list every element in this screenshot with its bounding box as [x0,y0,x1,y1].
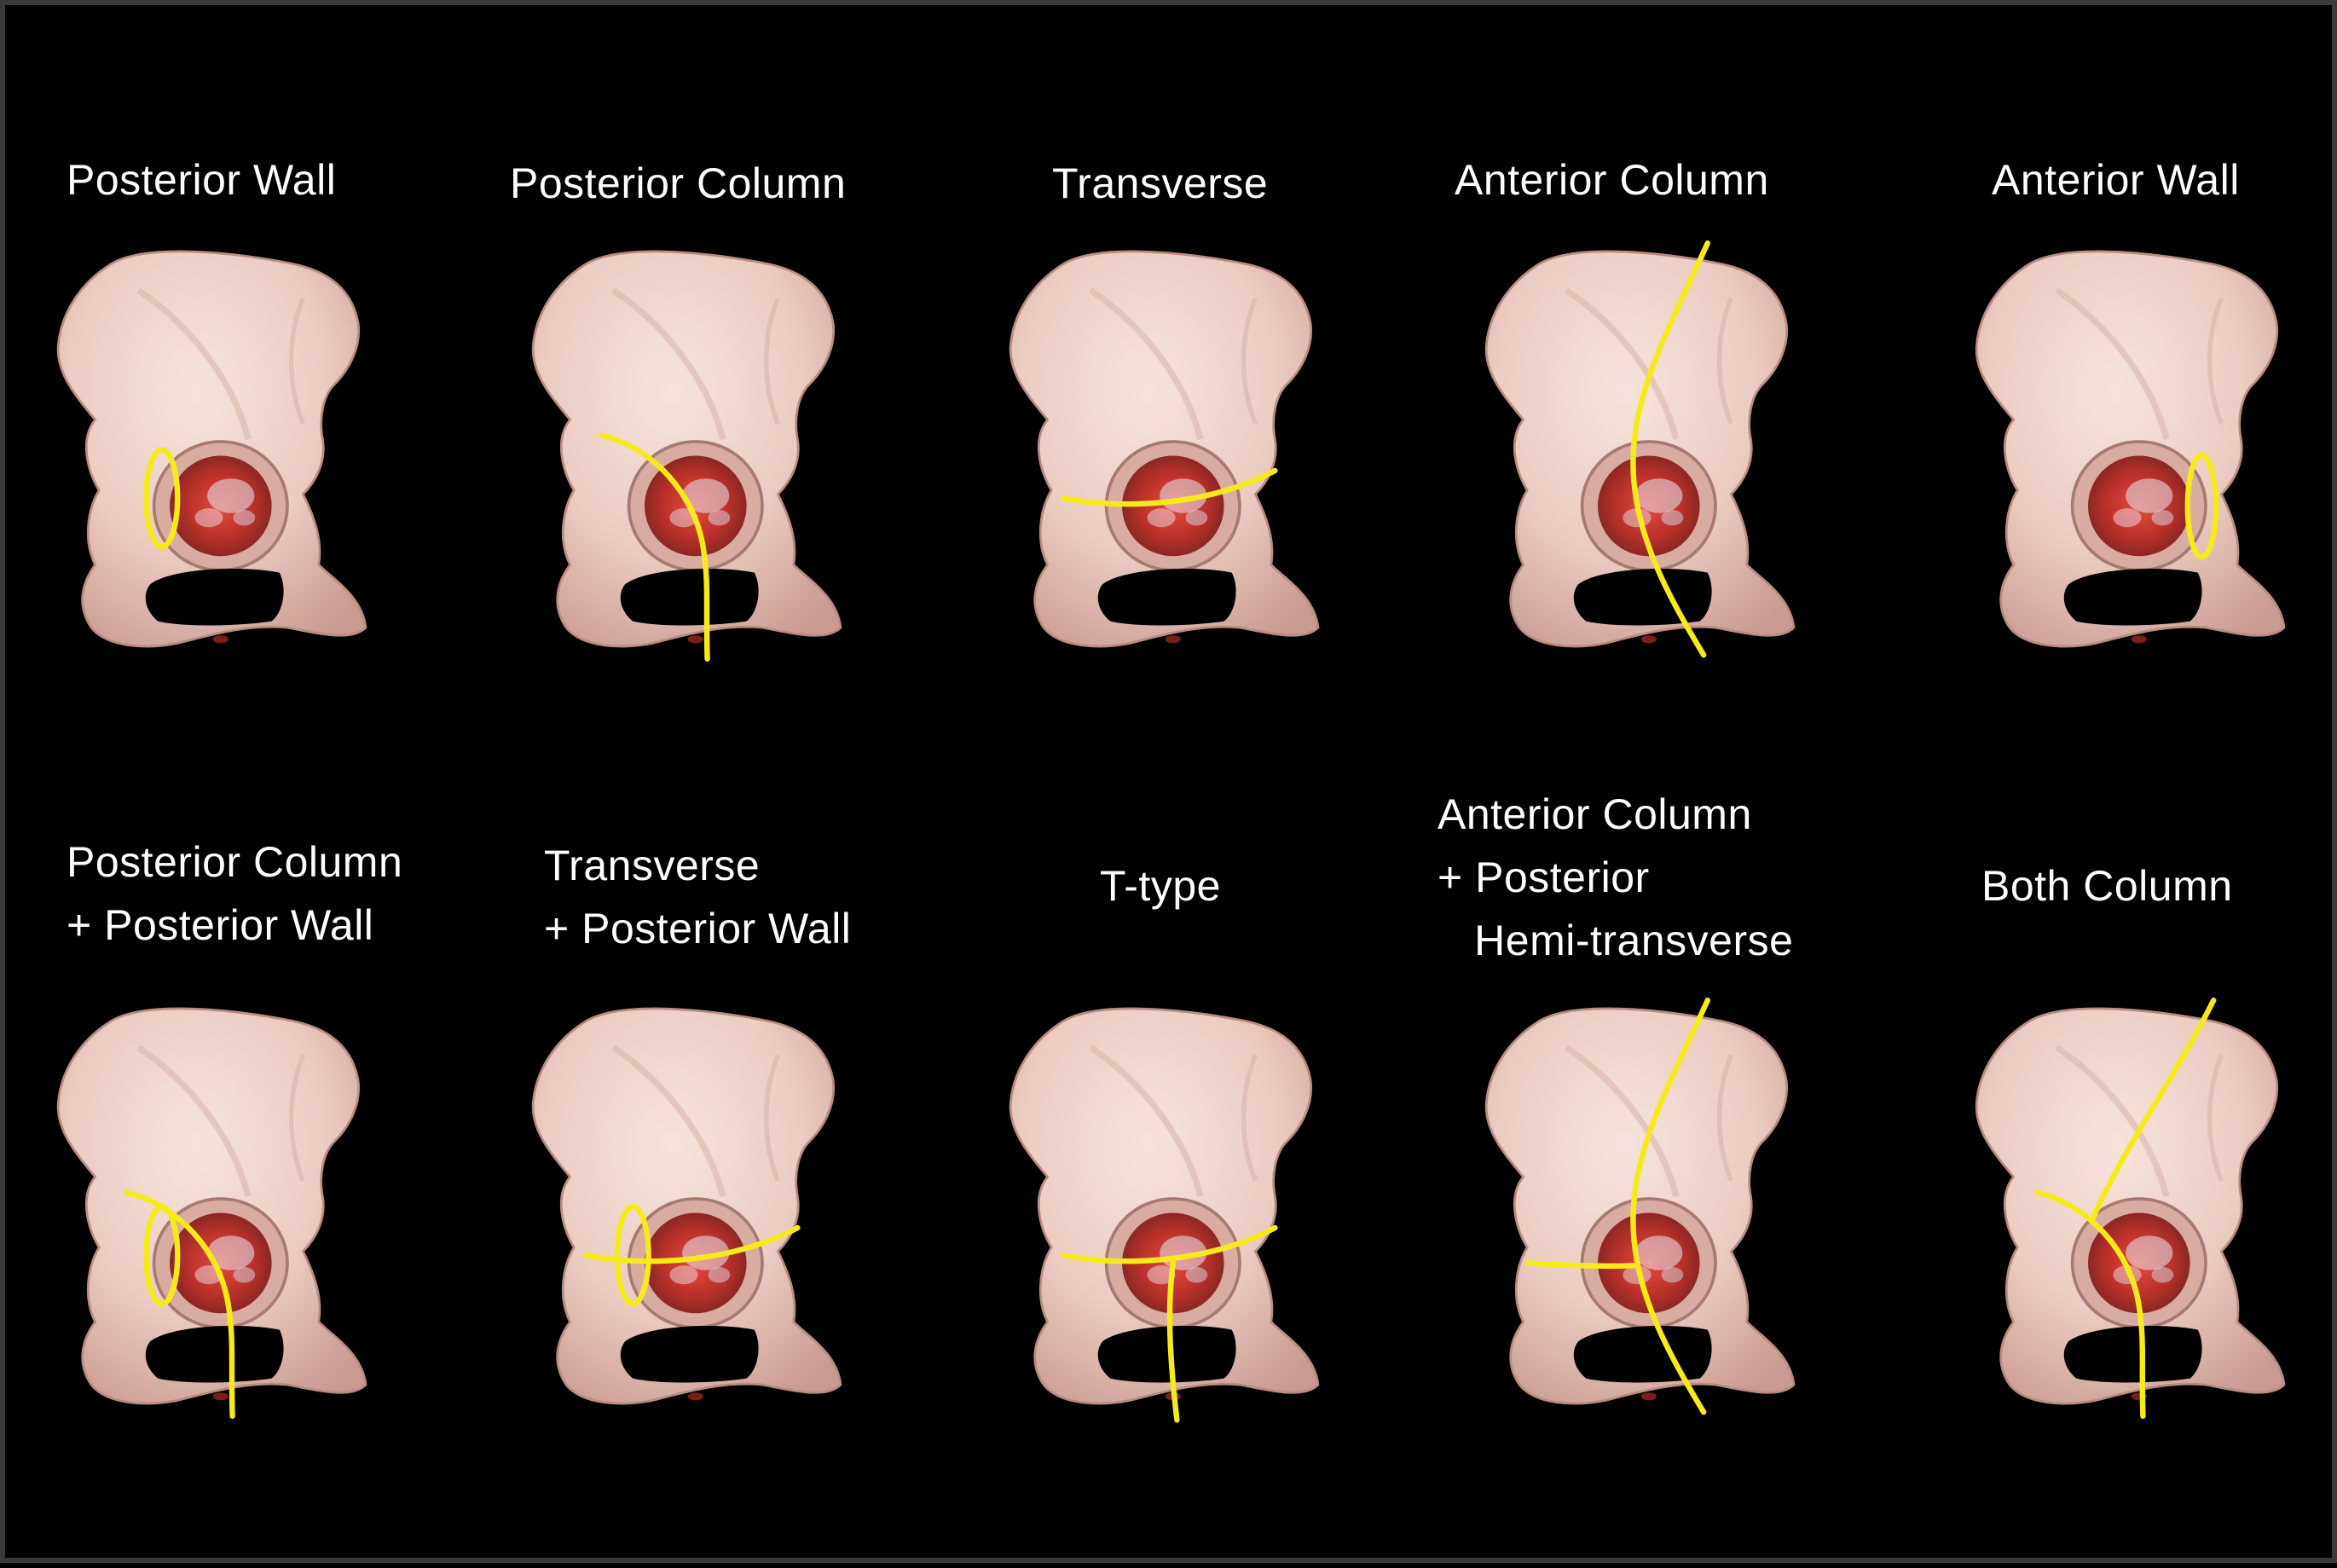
hip-bone-image [533,1009,841,1403]
pelvis-diagram-grid [5,5,2337,1568]
pelvis-panel-posterior-wall [58,252,366,646]
label-posterior-column: Posterior Column [510,159,847,207]
hip-bone-image [1010,1009,1318,1403]
label-anterior-wall: Anterior Wall [1992,156,2240,204]
hip-bone-image [1976,252,2284,646]
label-both-column: Both Column [1981,862,2233,910]
hip-bone-image [1976,1009,2284,1403]
pelvis-panel-posterior-column-posterior-wall [58,1009,366,1416]
pelvis-panel-t-type [1010,1009,1318,1420]
label-transverse-posterior-wall: Transverse + Posterior Wall [544,842,852,952]
hip-bone-image [58,1009,366,1403]
label-anterior-column-posterior-hemi-transverse: Anterior Column + Posterior Hemi-transve… [1437,790,1794,964]
label-t-type: T-type [1100,862,1221,910]
pelvis-panel-both-column [1976,1000,2284,1416]
label-posterior-wall: Posterior Wall [67,156,337,204]
hip-bone-image [1486,252,1794,646]
hip-bone-image [58,252,366,646]
label-anterior-column: Anterior Column [1455,156,1769,204]
pelvis-panel-transverse [1010,252,1318,646]
hip-bone-image [533,252,841,646]
pelvis-panel-anterior-column-posterior-hemi-transverse [1486,1000,1794,1412]
label-posterior-column-posterior-wall: Posterior Column + Posterior Wall [67,838,403,949]
panels-layer [58,243,2284,1420]
hip-bone-image [1010,252,1318,646]
pelvis-panel-transverse-posterior-wall [533,1009,841,1403]
fracture-line-hemi [1527,1263,1637,1266]
label-transverse: Transverse [1052,159,1269,207]
pelvis-panel-posterior-column [533,252,841,659]
pelvis-panel-anterior-wall [1976,252,2284,646]
pelvis-panel-anterior-column [1486,243,1794,655]
hip-bone-image [1486,1009,1794,1403]
